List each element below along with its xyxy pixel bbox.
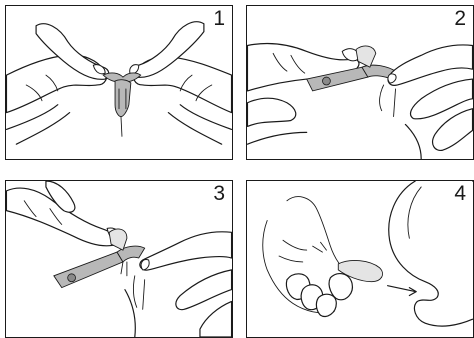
step-1-illustration xyxy=(6,6,232,159)
step-3-panel: 3 xyxy=(5,180,233,338)
step-2-illustration xyxy=(247,6,473,159)
step-4-illustration xyxy=(247,181,473,337)
step-4-panel: 4 xyxy=(246,180,474,338)
step-2-panel: 2 xyxy=(246,5,474,160)
step-number: 3 xyxy=(213,183,225,204)
step-number: 2 xyxy=(454,8,466,29)
step-3-illustration xyxy=(6,181,232,337)
step-number: 1 xyxy=(213,8,225,29)
step-number: 4 xyxy=(454,183,466,204)
step-1-panel: 1 xyxy=(5,5,233,160)
